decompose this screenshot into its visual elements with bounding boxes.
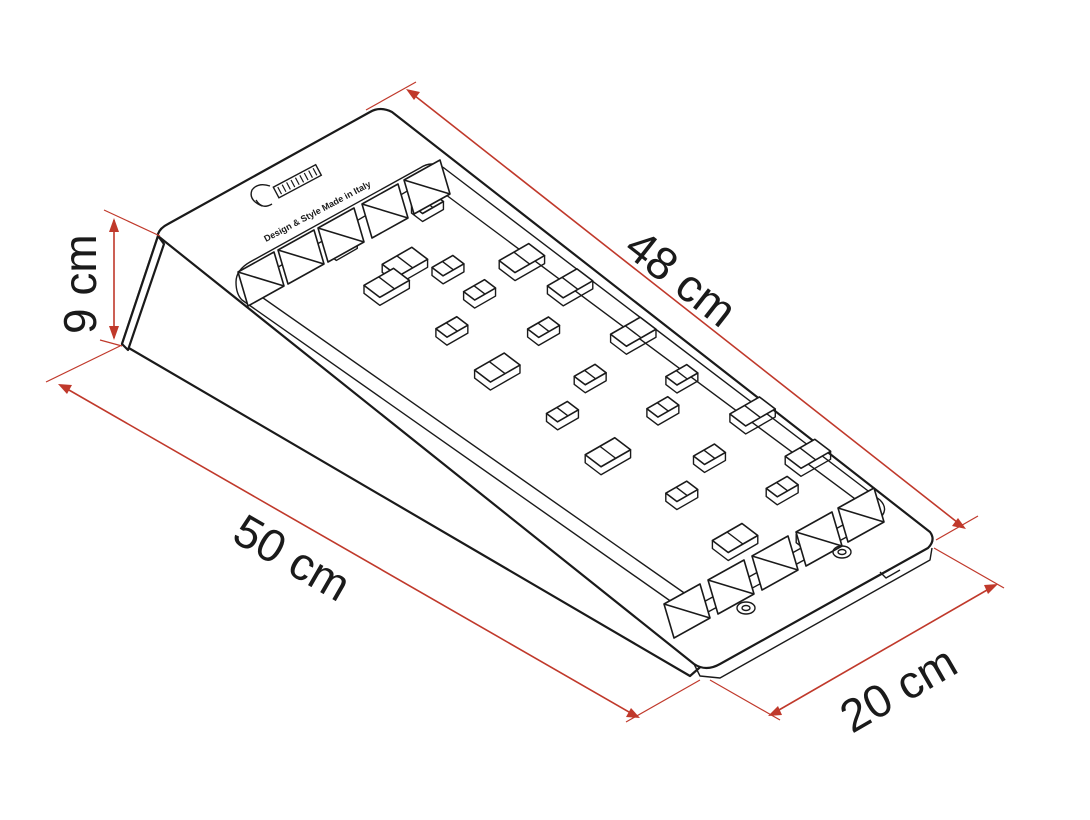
end-tooth [237,251,285,307]
tread-cleat-side [526,325,561,347]
dimension-top-length-line [409,91,963,527]
tread-cleat-side [546,280,594,307]
tread-cleat-groove [799,447,817,461]
tread-cleat-groove [776,481,789,492]
tread-cleat-side [665,373,699,394]
tread-cleat-side [765,484,799,506]
end-tooth [707,559,755,615]
tread-cleat-side [729,408,776,435]
tread-cleat-side [665,489,699,511]
dimension-height: 9 cm [54,209,161,347]
ramp-tread-area [235,163,886,617]
mounting-holes [736,545,852,615]
tread-cleat-groove [561,276,579,290]
arrow-left-icon [406,89,420,100]
tread-cleat-groove [441,260,454,271]
tread-cleat-side [363,280,411,307]
tread-cleat-groove [675,486,688,497]
end-tooth [795,511,843,567]
tread-cleat-groove [584,369,597,380]
tread-cleat-groove [378,276,395,290]
tread-cleat-side [545,409,580,431]
end-teeth [237,159,885,639]
tread-cleat-side [462,288,497,309]
arrow-left-icon [768,706,782,716]
dimension-width-line [771,585,995,715]
end-tooth [751,535,799,591]
tread-cleat-groove [599,445,617,459]
tread-cleat-groove [513,251,531,265]
dimension-height-label: 9 cm [54,234,106,334]
mounting-hole [837,548,847,556]
arrow-right-icon [626,708,640,718]
tread-cleat-groove [726,531,744,545]
dimension-base-length-label: 50 cm [225,504,359,612]
tread-cleat-side [609,329,657,355]
mounting-hole [736,601,756,615]
tread-cleat-side [646,405,680,426]
tread-cleat-side [784,451,832,477]
dimension-base-length-line [61,385,637,717]
logo-wordmark [272,163,323,199]
ramp-front-face [120,234,166,352]
mounting-hole [741,604,751,612]
tread-cleat-side [473,365,521,391]
tread-cleat-groove [488,360,506,375]
tread-cleat-side [431,263,465,285]
tread-cleat-groove [396,255,414,269]
arrow-down-icon [109,326,119,340]
tread-cleat-groove [656,402,669,412]
tread-cleat-groove [537,322,550,332]
end-tooth [403,159,451,215]
tread-cleat-groove [473,285,486,295]
dimension-width-label: 20 cm [831,635,965,743]
arrow-right-icon [984,584,998,594]
logo-swirl-icon [250,183,273,207]
arrow-left-icon [58,384,72,394]
tread-cleat-side [435,325,469,346]
tread-cleat-groove [556,406,569,417]
ramp-foot [879,569,901,579]
tread-cleat-side [410,201,445,223]
end-tooth [837,487,885,543]
tread-cleat-side [692,452,727,474]
arrow-right-icon [952,518,966,529]
tread-cleat-side [573,372,607,394]
mounting-hole [832,545,852,559]
tread-cleat-groove [703,449,716,460]
arrow-up-icon [109,218,119,232]
end-tooth [663,583,711,639]
tread-cleat-groove [624,325,642,339]
tread-cleat-groove [445,322,458,332]
ramp-base-rim [693,547,933,679]
end-tooth [317,207,365,263]
ramp-body [120,107,934,679]
tread-cleat-groove [744,404,761,419]
end-tooth [361,183,409,239]
tread-cleat-side [498,255,546,282]
tread-cleat-groove [675,370,688,380]
tread-cleat-side [711,535,759,562]
end-tooth [277,229,325,285]
tread-cleat-side [584,449,632,476]
